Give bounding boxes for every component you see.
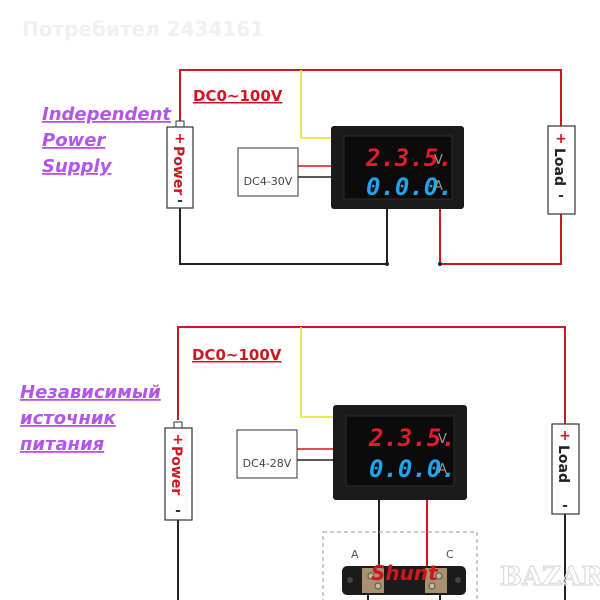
supply-voltage-label: DC4-30V	[244, 175, 293, 188]
load-label: Load	[555, 445, 571, 483]
shunt-d-to-load-wire	[439, 513, 566, 600]
voltage-unit: V	[434, 153, 443, 168]
voltage-display: 2.3.5.	[365, 144, 453, 172]
junction-dot	[438, 262, 442, 266]
terminal-c-label: C	[446, 548, 454, 561]
bottom-red-wire	[177, 326, 566, 424]
voltage-range-label: DC0~100V	[193, 87, 283, 105]
load-plus: +	[559, 428, 571, 444]
supply-box: DC4-30V	[237, 147, 299, 197]
supply-voltage-label: DC4-28V	[243, 457, 292, 470]
watermark-logo: BAZAR	[500, 562, 600, 592]
caption-line: Supply	[42, 156, 113, 177]
top-black-ground-wire	[179, 208, 388, 265]
voltage-display: 2.3.5.	[368, 424, 456, 452]
voltmeter-ammeter: 2.3.5. 0.0.0. V A	[333, 405, 467, 500]
caption-line: Independent	[42, 104, 172, 125]
power-plus: +	[172, 432, 184, 448]
bottom-black-wire	[177, 520, 369, 600]
current-display: 0.0.0.	[366, 173, 453, 201]
current-unit: A	[434, 179, 443, 194]
top-red-return-wire	[439, 206, 562, 265]
load-minus: -	[562, 498, 568, 514]
voltage-unit: V	[438, 432, 447, 447]
watermark-user: Потребител 2434161	[22, 17, 264, 41]
power-source: + Power -	[164, 421, 193, 521]
supply-box: DC4-28V	[236, 429, 298, 479]
load: + Load -	[547, 125, 576, 215]
power-label: Power	[168, 446, 184, 495]
caption-line: Power	[42, 130, 106, 151]
current-display: 0.0.0.	[369, 455, 456, 483]
top-yellow-wire	[300, 70, 331, 139]
power-label: Power	[170, 146, 186, 195]
load-minus: -	[558, 188, 564, 204]
current-unit: A	[438, 462, 447, 477]
bottom-yellow-wire	[300, 327, 333, 418]
top-red-wire	[179, 69, 562, 126]
load-label: Load	[551, 148, 567, 186]
junction-dot	[385, 262, 389, 266]
voltage-range-label: DC0~100V	[192, 346, 282, 364]
load: + Load -	[551, 423, 580, 515]
terminal-a-label: A	[351, 548, 359, 561]
power-minus: -	[177, 193, 183, 209]
bottom-diagram: DC0~100V Независимый источник питания + …	[20, 326, 580, 600]
power-minus: -	[175, 503, 181, 519]
shunt-caption: Shunt	[371, 561, 439, 585]
voltmeter-ammeter: 2.3.5. 0.0.0. V A	[331, 126, 464, 209]
power-plus: +	[174, 131, 186, 147]
caption-line: Независимый	[20, 382, 161, 403]
caption-line: источник	[20, 408, 116, 429]
power-source: + Power -	[166, 120, 194, 209]
top-diagram: DC0~100V Independent Power Supply + Powe…	[42, 69, 576, 266]
shunt-resistor: A C B D Shunt	[322, 531, 478, 600]
caption-line: питания	[20, 434, 105, 455]
load-plus: +	[555, 131, 567, 147]
